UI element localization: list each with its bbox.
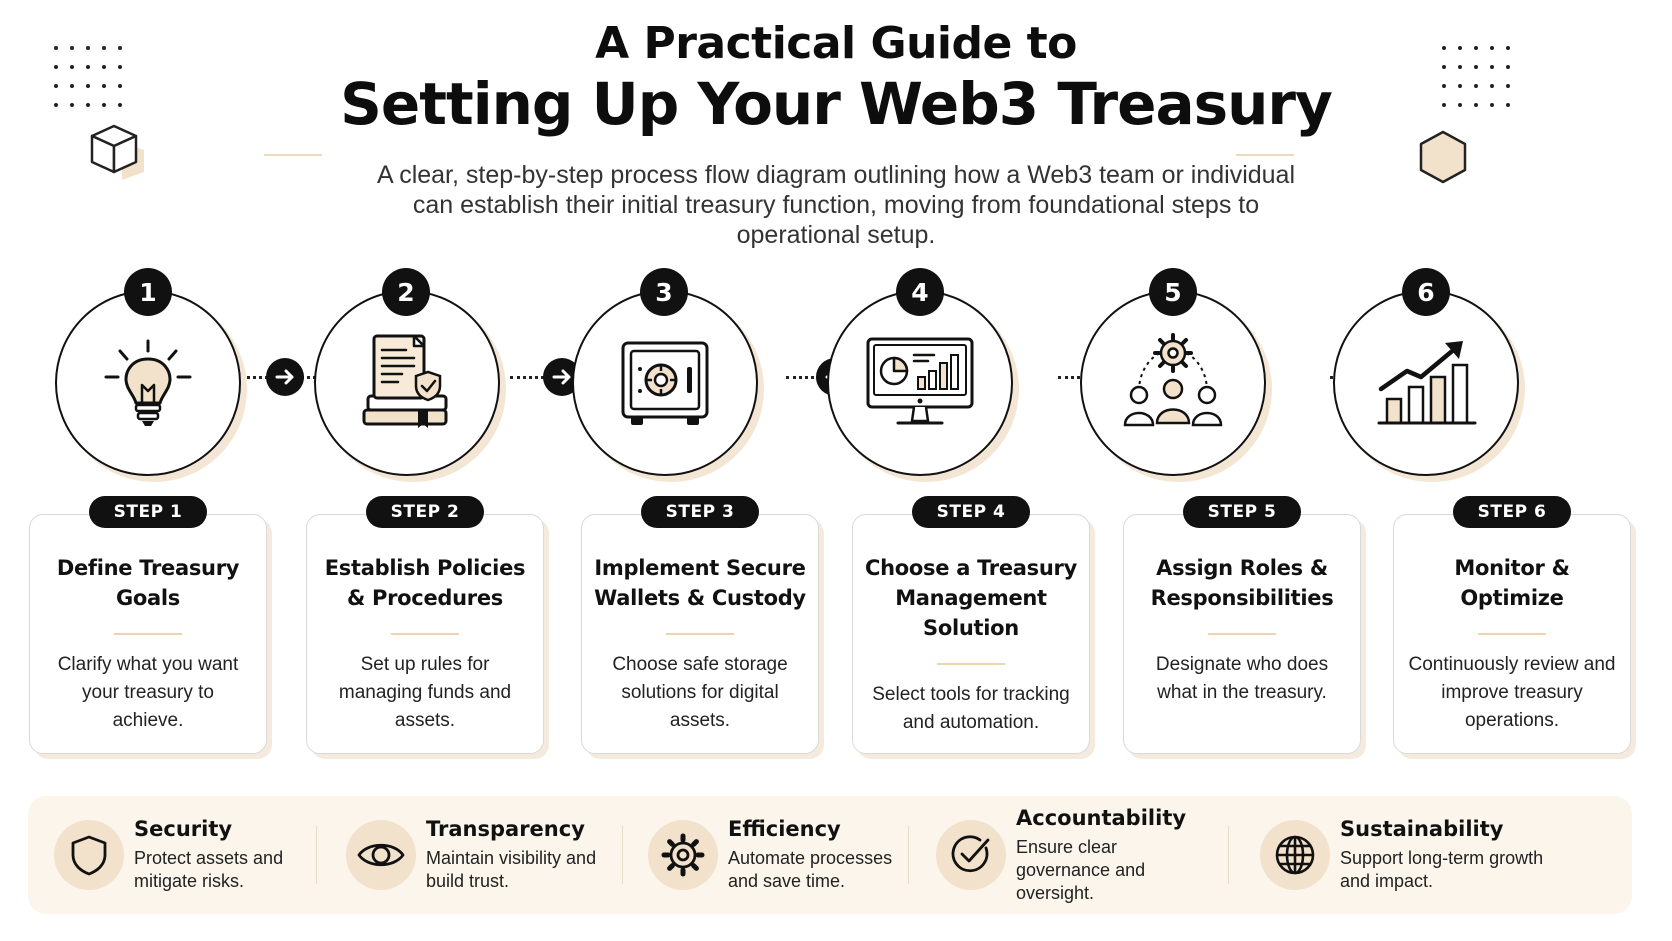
step-1-description: Clarify what you want your treasury to a… xyxy=(57,654,239,731)
card-divider xyxy=(391,633,459,635)
step-6-description: Continuously review and improve treasury… xyxy=(1408,654,1616,731)
safe-vault-icon xyxy=(621,341,709,425)
step-6-number-badge: 6 xyxy=(1402,268,1450,316)
step-4-description: Select tools for tracking and automation… xyxy=(872,684,1070,733)
card-divider xyxy=(666,633,734,635)
gear-icon xyxy=(648,820,718,890)
pillar-description: Automate processes and save time. xyxy=(728,848,893,891)
pillar-sustainability: Sustainability Support long-term growth … xyxy=(1260,796,1560,914)
team-roles-icon xyxy=(1123,333,1223,427)
arrow-right-icon xyxy=(266,358,304,396)
decorative-line-left xyxy=(264,154,322,156)
step-4-title: Choose a Treasury Management Solution xyxy=(865,556,1077,640)
page-title: Setting Up Your Web3 Treasury xyxy=(340,70,1333,138)
step-5-description: Designate who does what in the treasury. xyxy=(1155,654,1329,703)
pillar-efficiency: Efficiency Automate processes and save t… xyxy=(648,796,898,914)
checkmark-icon xyxy=(936,820,1006,890)
step-2-label: STEP 2 xyxy=(366,496,484,528)
pillar-divider xyxy=(1228,826,1229,884)
globe-icon xyxy=(1260,820,1330,890)
step-5-title: Assign Roles & Responsibilities xyxy=(1150,556,1334,610)
policy-document-icon xyxy=(362,334,448,428)
step-5-circle xyxy=(1080,290,1266,476)
step-3-description: Choose safe storage solutions for digita… xyxy=(612,654,788,731)
step-3-label: STEP 3 xyxy=(641,496,759,528)
pillar-title: Efficiency xyxy=(728,817,841,841)
pillar-divider xyxy=(622,826,623,884)
pillar-title: Sustainability xyxy=(1340,817,1504,841)
step-4-card: Choose a Treasury Management Solution Se… xyxy=(852,514,1090,754)
growth-chart-icon xyxy=(1377,341,1477,425)
step-5-number-badge: 5 xyxy=(1149,268,1197,316)
step-5-label: STEP 5 xyxy=(1183,496,1301,528)
step-6-circle xyxy=(1333,290,1519,476)
decorative-line-right xyxy=(1236,154,1294,156)
pillar-transparency: Transparency Maintain visibility and bui… xyxy=(346,796,606,914)
step-6-label: STEP 6 xyxy=(1453,496,1571,528)
dot-grid-right xyxy=(1442,46,1522,107)
lightbulb-icon xyxy=(104,339,192,426)
pillar-description: Ensure clear governance and oversight. xyxy=(1016,836,1146,903)
step-5-card: Assign Roles & Responsibilities Designat… xyxy=(1123,514,1361,754)
step-1-card: Define Treasury Goals Clarify what you w… xyxy=(29,514,267,754)
step-4-label: STEP 4 xyxy=(912,496,1030,528)
step-6-card: Monitor & Optimize Continuously review a… xyxy=(1393,514,1631,754)
step-2-description: Set up rules for managing funds and asse… xyxy=(338,654,512,731)
eye-icon xyxy=(346,820,416,890)
pillar-accountability: Accountability Ensure clear governance a… xyxy=(936,796,1216,914)
step-3-title: Implement Secure Wallets & Custody xyxy=(594,556,806,610)
card-divider xyxy=(1478,633,1546,635)
step-3-circle xyxy=(572,290,758,476)
step-3-card: Implement Secure Wallets & Custody Choos… xyxy=(581,514,819,754)
pillar-divider xyxy=(908,826,909,884)
step-1-title: Define Treasury Goals xyxy=(56,556,240,610)
step-2-number-badge: 2 xyxy=(382,268,430,316)
pillar-description: Protect assets and mitigate risks. xyxy=(134,848,284,891)
step-1-number-badge: 1 xyxy=(124,268,172,316)
title-line-1: A Practical Guide to xyxy=(595,18,1077,69)
cube-icon xyxy=(90,124,144,180)
hexagon-icon xyxy=(1419,130,1467,184)
step-2-card: Establish Policies & Procedures Set up r… xyxy=(306,514,544,754)
pillar-title: Accountability xyxy=(1016,805,1187,830)
pillar-title: Transparency xyxy=(426,817,585,841)
principles-bar: Security Protect assets and mitigate ris… xyxy=(28,796,1632,914)
shield-icon xyxy=(54,820,124,890)
step-1-label: STEP 1 xyxy=(89,496,207,528)
dashboard-monitor-icon xyxy=(866,337,974,425)
step-3-number-badge: 3 xyxy=(640,268,688,316)
pillar-divider xyxy=(316,826,317,884)
pillar-security: Security Protect assets and mitigate ris… xyxy=(54,796,289,914)
card-divider xyxy=(937,663,1005,665)
step-4-circle xyxy=(827,290,1013,476)
step-4-number-badge: 4 xyxy=(896,268,944,316)
pillar-title: Security xyxy=(134,817,233,841)
step-6-title: Monitor & Optimize xyxy=(1454,556,1570,610)
step-2-title: Establish Policies & Procedures xyxy=(324,556,526,610)
card-divider xyxy=(114,633,182,635)
pillar-description: Support long-term growth and impact. xyxy=(1340,848,1544,891)
subtitle: A clear, step-by-step process flow diagr… xyxy=(376,161,1296,249)
dot-grid-left xyxy=(54,46,134,107)
card-divider xyxy=(1208,633,1276,635)
step-1-circle xyxy=(55,290,241,476)
pillar-description: Maintain visibility and build trust. xyxy=(426,848,597,891)
step-2-circle xyxy=(314,290,500,476)
